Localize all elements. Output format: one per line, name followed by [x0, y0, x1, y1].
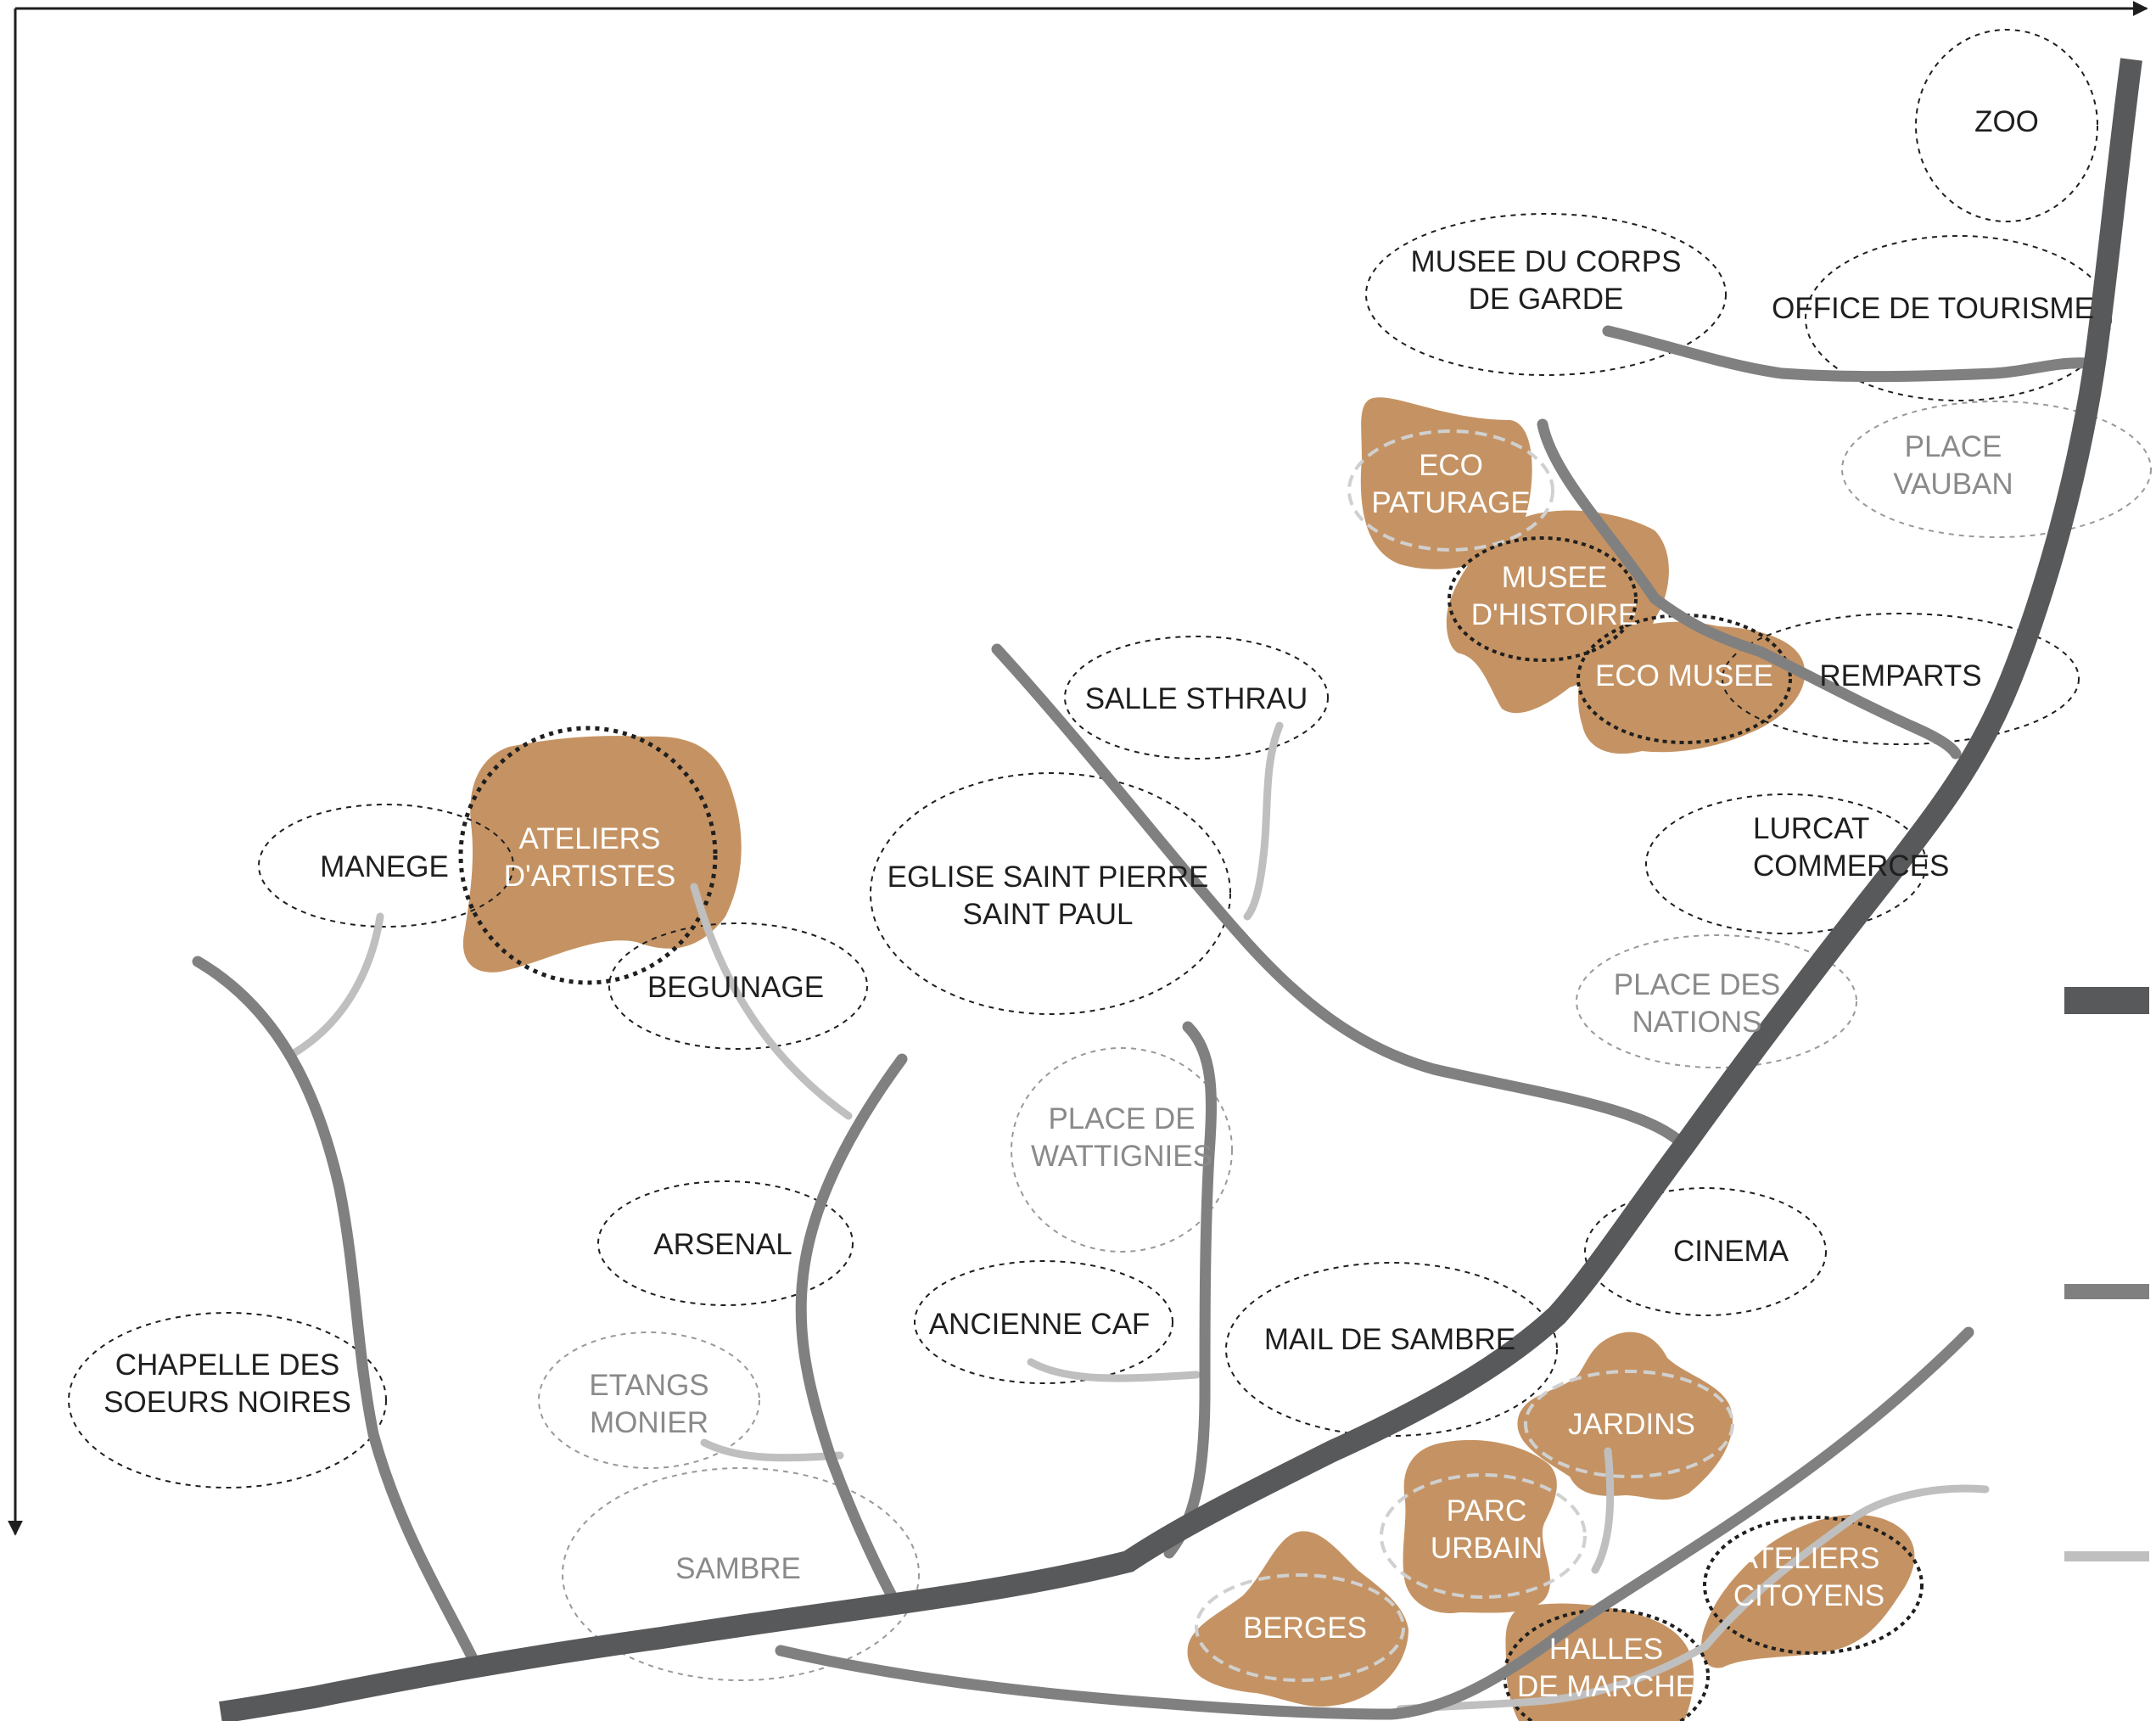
label-ancienne-caf: ANCIENNE CAF	[929, 1308, 1151, 1341]
ellipse-etangs-monier	[538, 1331, 760, 1469]
label-jardins: JARDINS	[1568, 1408, 1695, 1441]
ellipse-chapelle	[68, 1312, 387, 1488]
blob-berges	[1187, 1531, 1408, 1707]
secondary-route-sambre	[775, 1326, 1974, 1720]
ellipse-eco-musee	[1576, 614, 1792, 744]
blob-eco-musee	[1578, 621, 1806, 754]
ellipse-parc-urbain	[1380, 1473, 1587, 1599]
ellipse-musee-corps-garde	[1365, 213, 1727, 376]
tertiary-route-salle-sthrau	[1243, 721, 1284, 921]
tertiary-route-ancienne-caf	[1027, 1358, 1201, 1382]
tertiary-route-beguinage	[690, 883, 853, 1120]
blob-parc-urbain	[1403, 1439, 1557, 1613]
axes	[8, 1, 2148, 1536]
label-mail-sambre: MAIL DE SAMBRE	[1264, 1323, 1515, 1356]
blob-halles-marche	[1505, 1603, 1694, 1721]
label-eco-musee: ECO MUSEE	[1595, 659, 1773, 692]
label-berges: BERGES	[1243, 1612, 1367, 1645]
label-beguinage: BEGUINAGE	[647, 971, 824, 1004]
ellipse-berges	[1195, 1573, 1405, 1682]
label-zoo: ZOO	[1974, 105, 2039, 138]
ellipse-eglise	[870, 772, 1231, 1015]
blob-ateliers-citoyens	[1701, 1514, 1915, 1668]
secondary-route-eglise	[991, 643, 1690, 1152]
secondary-route-chapelle	[192, 956, 481, 1669]
ellipse-place-wattignies	[1011, 1047, 1233, 1253]
tertiary-route-manege	[288, 912, 384, 1058]
legend-swatch-tertiary-route	[2064, 1551, 2149, 1561]
tertiary-route-citoyens	[1396, 1484, 1990, 1713]
ellipse-musee-histoire	[1448, 536, 1638, 662]
ellipse-place-nations	[1576, 934, 1857, 1068]
ellipse-beguinage	[608, 922, 868, 1050]
blob-ateliers-artistes	[462, 736, 742, 973]
ellipse-jardins	[1524, 1370, 1734, 1478]
ellipse-eco-paturage	[1347, 429, 1554, 552]
secondary-routes	[192, 325, 2093, 1720]
label-sambre: SAMBRE	[675, 1552, 801, 1585]
tertiary-route-etangs	[700, 1438, 844, 1462]
ellipse-ateliers-artistes	[458, 726, 718, 985]
secondary-route-arsenal	[795, 1053, 908, 1608]
ellipse-place-vauban	[1841, 401, 2152, 538]
label-remparts: REMPARTS	[1819, 659, 1981, 692]
ellipse-arsenal	[597, 1180, 854, 1306]
ellipse-cinema	[1584, 1187, 1827, 1316]
secondary-route-tourisme	[1602, 325, 2093, 383]
ellipse-lurcat-commerces	[1645, 793, 1927, 934]
primary-route-main-axis	[219, 58, 2142, 1721]
tertiary-routes	[288, 721, 1990, 1713]
label-cinema: CINEMA	[1673, 1235, 1789, 1268]
blob-eco-paturage	[1360, 397, 1532, 569]
ellipse-sambre	[562, 1467, 920, 1681]
secondary-route-wattignies	[1163, 1021, 1217, 1559]
blob-jardins	[1517, 1331, 1733, 1500]
ellipse-ateliers-citoyens	[1703, 1516, 1924, 1655]
legend-swatch-secondary-route	[2064, 1284, 2149, 1299]
legend	[2064, 987, 2149, 1561]
label-salle-sthrau: SALLE STHRAU	[1085, 682, 1308, 715]
legend-swatch-primary-route	[2064, 987, 2149, 1014]
ellipse-mail-sambre	[1225, 1262, 1558, 1437]
ellipse-zoo	[1915, 29, 2098, 222]
label-office-tourisme: OFFICE DE TOURISME	[1772, 292, 2094, 325]
ellipse-manege	[258, 804, 514, 928]
primary-routes	[219, 58, 2142, 1721]
ellipse-ancienne-caf	[914, 1260, 1173, 1384]
label-arsenal: ARSENAL	[653, 1228, 792, 1261]
ellipse-salle-sthrau	[1064, 636, 1329, 760]
ellipse-remparts	[1722, 613, 2080, 745]
secondary-route-musee	[1537, 418, 1962, 760]
label-manege: MANEGE	[320, 850, 449, 883]
tertiary-route-jardins	[1591, 1447, 1615, 1574]
